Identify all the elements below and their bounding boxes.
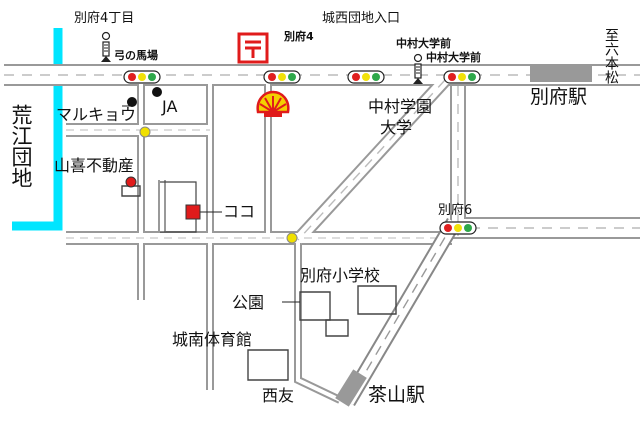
- coco-marker: [185, 204, 201, 220]
- label-marukyo: マルキョウ: [56, 105, 137, 124]
- label-yamaki-fudosan: 山喜不動産: [54, 156, 135, 175]
- label-to-rokuhonmatsu: 至六本松: [603, 28, 619, 84]
- label-nakamura-gakuen: 中村学園: [368, 97, 433, 116]
- label-beppu-station: 別府駅: [530, 86, 588, 108]
- label-jonan-gym: 城南体育館: [172, 330, 253, 349]
- signal-josei: [347, 70, 385, 84]
- block-elementary: [357, 285, 397, 315]
- signal-beppu6: [439, 221, 477, 235]
- label-beppu4chome: 別府4丁目: [74, 11, 135, 26]
- label-beppu6: 別府6: [438, 203, 473, 218]
- label-park: 公園: [232, 293, 265, 312]
- label-josei-danchi-iriguchi: 城西団地入口: [322, 11, 401, 26]
- bus-stop-icon: [101, 31, 111, 62]
- post-office-icon: [237, 32, 269, 64]
- beppu-station-marker: [530, 66, 592, 82]
- label-coco: ココ: [223, 202, 256, 221]
- label-beppu-elementary: 別府小学校: [300, 266, 381, 285]
- shell-gas-station-icon: [256, 90, 290, 117]
- label-daigaku: 大学: [380, 118, 413, 137]
- label-nakamura-daigaku-mae-2: 中村大学前: [426, 51, 481, 64]
- intersection-marker: [286, 232, 298, 244]
- block-park-small: [325, 319, 349, 337]
- label-nakamura-daigaku-mae-1: 中村大学前: [396, 37, 451, 50]
- traffic-signals: [123, 70, 481, 235]
- label-beppu4: 別府4: [284, 30, 314, 43]
- signal-beppu4chome: [123, 70, 161, 84]
- block-gym: [247, 349, 289, 381]
- bus-stop-icon: [413, 53, 423, 84]
- blocks: [121, 181, 397, 381]
- label-yumino-baba: 弓の馬場: [114, 49, 158, 62]
- label-nishitomo: 西友: [262, 386, 295, 405]
- signal-beppu4: [263, 70, 301, 84]
- label-arae-danchi: 荒江団地: [9, 104, 33, 188]
- chayama-station-marker: [335, 369, 367, 407]
- yamaki-marker: [125, 176, 137, 188]
- signal-nakamura: [443, 70, 481, 84]
- intersection-marker: [139, 126, 151, 138]
- marukyo-marker: [127, 97, 137, 107]
- road-bottom: [294, 238, 342, 404]
- label-ja: JA: [162, 97, 178, 116]
- label-chayama-station: 茶山駅: [368, 384, 426, 406]
- block-park: [299, 291, 331, 321]
- river: [12, 28, 63, 231]
- ja-marker: [152, 87, 162, 97]
